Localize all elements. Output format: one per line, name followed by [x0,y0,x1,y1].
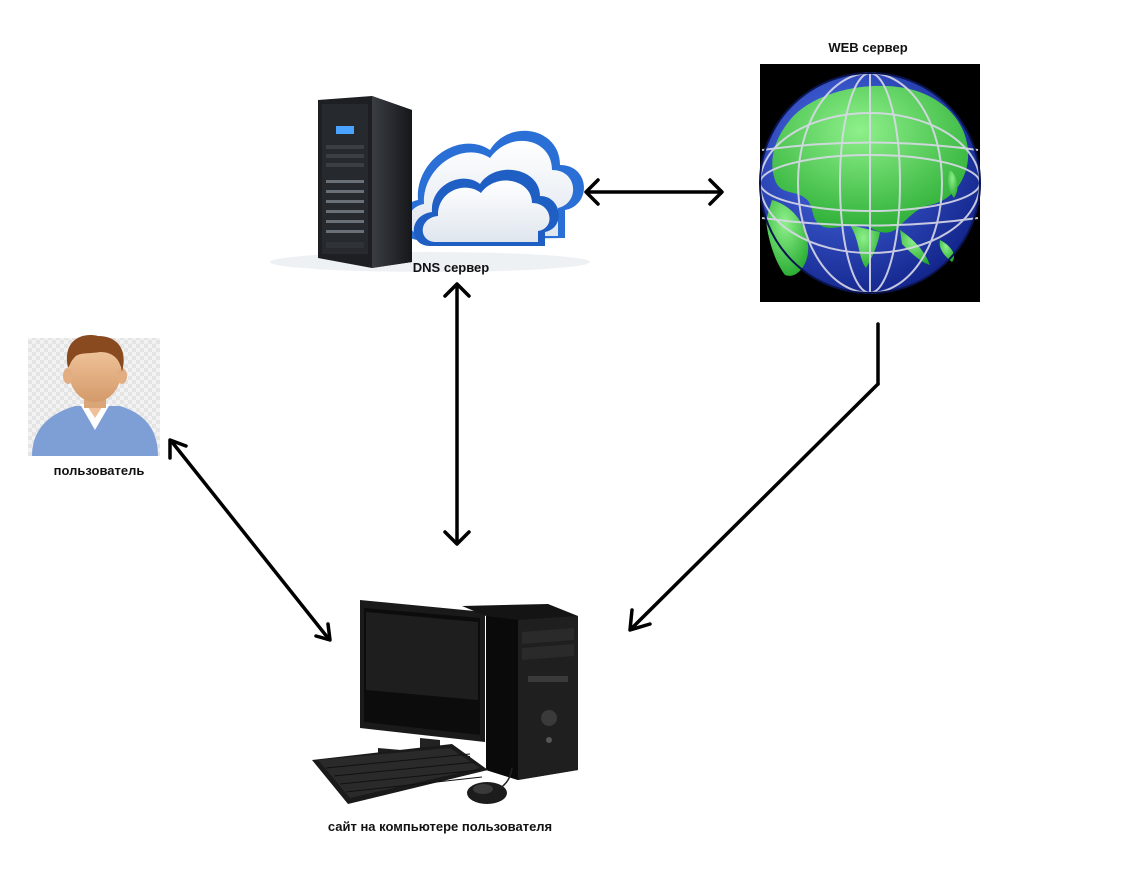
arrow-dns-web [584,178,724,206]
computer-icon [312,600,578,804]
avatar [28,335,160,456]
arrow-web-pc [628,322,880,632]
node-label-dns-server: DNS сервер [412,260,490,275]
cloud-icon [399,130,584,246]
node-label-user: пользователь [53,463,145,478]
dns-server-icon [270,96,590,272]
node-label-user-pc: сайт на компьютере пользователя [327,819,553,834]
node-label-web-server: WEB сервер [828,40,908,55]
arrow-dns-pc [443,282,471,546]
globe-icon [759,64,981,302]
server-tower-icon [318,96,412,268]
arrow-user-pc [168,438,332,642]
